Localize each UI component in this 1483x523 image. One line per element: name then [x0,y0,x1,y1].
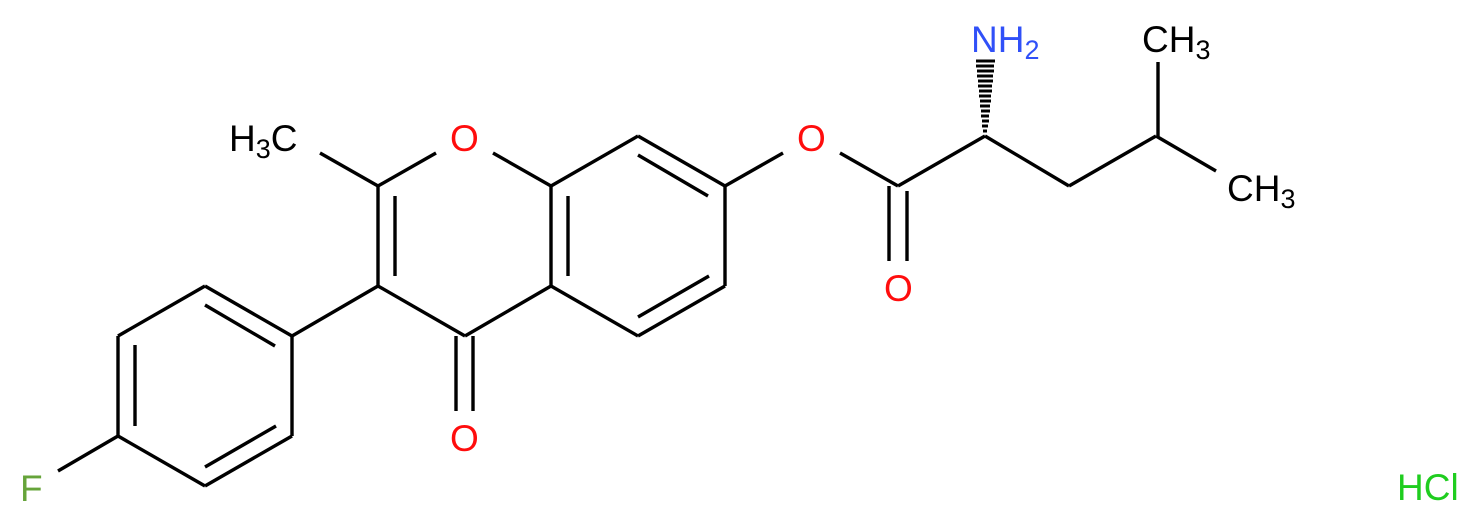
bond-calpha-ch2 [984,134,1070,188]
methyl-label-top: CH3 [1142,19,1210,65]
bond-c4-c4a [464,284,552,338]
bond-ar-5-double [204,424,277,469]
ketone-oxygen-label: O [450,418,479,459]
methyl-label-left: H3C [229,118,298,164]
ring-oxygen-label: O [450,118,479,159]
bond-c8-c7 [637,134,726,188]
bond-c3-c4 [377,284,466,338]
bond-c2-o1 [377,151,437,188]
bond-o1-c8a [492,151,552,188]
bond-ch2-ch [1068,134,1157,188]
hashed-wedge-bond [976,59,995,133]
ester-oxygen-label: O [797,118,826,159]
bond-ar-1-double [204,303,276,348]
bond-c5-c4a [550,284,639,338]
bond-c6-c5-double [637,274,710,319]
bond-c-f [57,434,119,473]
bond-o-c [839,151,899,188]
bond-ar-4 [117,434,206,488]
bond-c6-c5 [637,284,726,338]
bond-c8a-c8 [550,134,639,188]
bond-ch-ch3-right [1155,134,1217,173]
bond-ar-2 [117,284,206,338]
amine-label: NH2 [971,19,1039,65]
bond-c-calpha [897,134,986,188]
methyl-label-right: CH3 [1227,168,1295,214]
bond-c8-c7-double [637,153,709,198]
fluorine-label: F [20,468,43,509]
hcl-salt-label: HCl [1397,467,1459,508]
bond-ar-1 [204,284,293,338]
ester-carbonyl-oxygen-label: O [884,268,913,309]
bond-c7-o [724,151,784,188]
bond-ar-5 [204,434,293,488]
bond-methyl-c2 [319,151,379,188]
bond-c3-c1prime [291,284,379,338]
